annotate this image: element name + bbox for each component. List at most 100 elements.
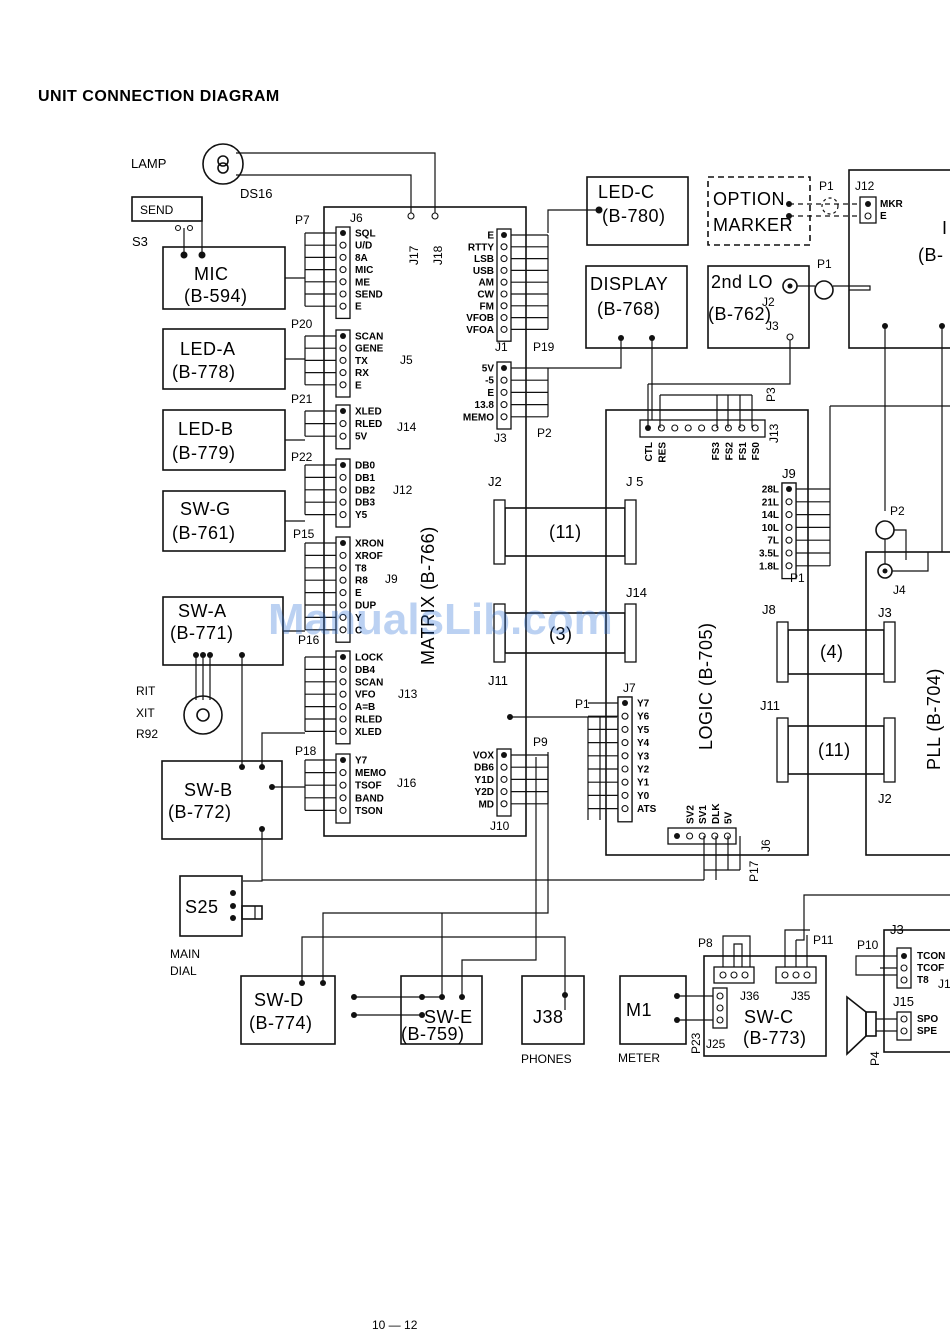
ref-j2: J2 (488, 474, 502, 489)
matrix-j1-pin-label: CW (477, 290, 494, 301)
logic-j7-pin-label: Y7 (637, 699, 650, 710)
rit-xit-knob-icon (183, 695, 223, 735)
logic-name: LOGIC (B-705) (696, 622, 716, 750)
sw-a-name: SW-A (178, 601, 227, 621)
sw-b-unit (161, 760, 283, 840)
ref-j4: J4 (893, 583, 906, 597)
pll-j3-ref: J3 (878, 605, 892, 620)
ref-j3: J3 (494, 431, 507, 445)
matrix-j1-pin-label: VFOB (466, 313, 494, 324)
logic-j13-ref: J13 (767, 423, 781, 443)
logic-j13-pin-label: FS1 (738, 442, 749, 461)
logic-j7-pin-label: Y4 (637, 738, 650, 749)
matrix-j12-pin-label: DB1 (355, 473, 375, 484)
matrix-j5-pin-label: TX (355, 356, 368, 367)
sw-a-code: (B-771) (170, 623, 234, 643)
ref-j10: J10 (490, 819, 510, 833)
logic-j13-pin-label: FS3 (711, 442, 722, 461)
ref-j5: J5 (400, 353, 413, 367)
ref-p15: P15 (293, 527, 315, 541)
ribbon-2-label: (3) (549, 624, 573, 644)
lo-p1: P1 (817, 257, 832, 271)
ref-p19: P19 (533, 340, 555, 354)
2nd-lo-code: (B-762) (708, 304, 772, 324)
sw-b-code: (B-772) (168, 802, 232, 822)
logic-j7-pin-label: Y5 (637, 725, 650, 736)
pll-j9-pin-label: 21L (762, 497, 779, 508)
ref-p3: P3 (764, 387, 778, 402)
led-a-name: LED-A (180, 339, 236, 359)
mic-name: MIC (194, 264, 229, 284)
matrix-j6-pin-label: 8A (355, 253, 368, 264)
matrix-j16-pin-label: TSON (355, 806, 383, 817)
ref-j1: J1 (495, 340, 508, 354)
lo-j2: J2 (762, 295, 775, 309)
ribbon-3-label: (4) (820, 642, 844, 662)
matrix-j6-pin-label: E (355, 302, 362, 313)
ref-p10: P10 (857, 938, 879, 952)
matrix-j1-pin-label: RTTY (468, 242, 494, 253)
right-j15-spe: SPE (917, 1026, 937, 1037)
lamp-label: LAMP (131, 156, 166, 171)
j38-name: J38 (533, 1007, 564, 1027)
logic-j13-pin-label: RES (657, 442, 668, 463)
matrix-j3-pin-label: -5 (485, 376, 494, 387)
pll-j9-pin-label: 1.8L (759, 561, 779, 572)
ref-p22: P22 (291, 450, 313, 464)
logic-j13-pin-label: FS2 (724, 442, 735, 461)
ref-p1: P1 (575, 697, 590, 711)
logic-j7-pin-label: Y2 (637, 765, 650, 776)
display-unit (585, 265, 688, 349)
matrix-j5-pin-label: E (355, 380, 362, 391)
ref-p17: P17 (747, 860, 761, 882)
matrix-j9-pin-label: C (355, 625, 362, 636)
ref-j9: J9 (385, 572, 398, 586)
right-top-letter: I (942, 218, 948, 238)
lamp-ds16-icon (202, 143, 244, 185)
matrix-j6-pin-label: MIC (355, 265, 373, 276)
right-j3-ref: J3 (890, 922, 904, 937)
ref-j15: J15 (893, 994, 914, 1009)
sw-e-code: (B-759) (401, 1024, 465, 1044)
2nd-lo-unit (707, 265, 810, 349)
ref-j7: J7 (623, 681, 636, 695)
matrix-j10-pin-label: Y2D (475, 787, 494, 798)
matrix-j16-pin-label: TSOF (355, 781, 382, 792)
matrix-j6-pin-label: SQL (355, 229, 376, 240)
ref-j12: J12 (393, 483, 413, 497)
sw-d-name: SW-D (254, 990, 304, 1010)
diagram-title: UNIT CONNECTION DIAGRAM (38, 88, 280, 105)
ribbon-4-label: (11) (818, 740, 851, 760)
right-j3-t8: T8 (917, 975, 929, 986)
ref-j36: J36 (740, 989, 760, 1003)
display-name: DISPLAY (590, 274, 668, 294)
matrix-j9-pin-label: E (355, 588, 362, 599)
pll-j9-pin-label: 3.5L (759, 549, 779, 560)
right-j1-ref: J1 (938, 977, 950, 991)
mic-code: (B-594) (184, 286, 248, 306)
matrix-j16-pin-label: Y7 (355, 756, 368, 767)
logic-j13-pin-label: CTL (644, 442, 655, 461)
ref-j17: J17 (407, 245, 421, 265)
ref-p2: P2 (537, 426, 552, 440)
matrix-j1-pin-label: USB (473, 266, 494, 277)
matrix-j5-pin-label: SCAN (355, 332, 383, 343)
matrix-j10-pin-label: MD (478, 799, 494, 810)
ref-p18: P18 (295, 744, 317, 758)
logic-j7-pin-label: Y1 (637, 778, 650, 789)
ref-p7: P7 (295, 213, 310, 227)
ref-p16: P16 (298, 633, 320, 647)
matrix-j3-pin-label: E (487, 388, 494, 399)
pll-j9-ref: J9 (782, 466, 796, 481)
matrix-j1-pin-label: FM (480, 301, 494, 312)
logic-j6-pin-label: DLK (711, 803, 722, 824)
page-number: 10 — 12 (372, 1318, 418, 1332)
matrix-j13-pin-label: SCAN (355, 677, 383, 688)
meter-label: METER (618, 1051, 660, 1065)
sw-c-name: SW-C (744, 1007, 794, 1027)
ds16-label: DS16 (240, 186, 273, 201)
